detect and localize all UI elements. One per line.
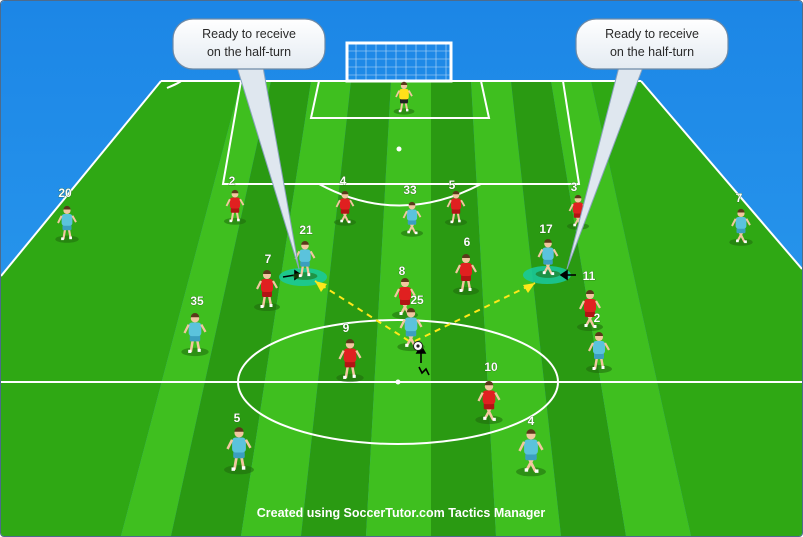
goal-icon [345,41,453,83]
blue-player-9-shadow [224,465,254,475]
callout-right-line2: on the half-turn [610,45,694,59]
callout-left: Ready to receive on the half-turn [172,18,326,70]
pass-arrowhead-right [523,283,535,293]
red-player-6 [394,278,416,316]
blue-player-2 [402,201,422,235]
blue-player-10-shadow [516,467,546,477]
blue-player-10 [518,429,544,473]
penalty-spot [396,146,402,152]
pitch-grass [1,81,802,536]
blue-player-number-8: 25 [410,293,424,307]
soccer-ball-icon [413,341,423,351]
goalkeeper-shadow [393,108,415,115]
red-player-2-shadow [333,218,357,226]
red-player-3 [446,190,466,224]
blue-player-number-1: 20 [58,186,72,200]
blue-player-7 [183,313,207,353]
red-player-5-shadow [254,303,280,311]
red-player-10 [477,381,501,421]
red-player-number-5: 7 [265,252,272,266]
pass-line-right [414,282,536,342]
blue-player-5 [537,238,559,276]
red-player-3-shadow [444,218,468,226]
players-layer [57,81,751,473]
blue-player-number-6: 11 [583,269,596,283]
footer-credit: Created using SoccerTutor.com Tactics Ma… [257,506,546,520]
callout-right-line1: Ready to receive [605,27,699,41]
callout-left-line1: Ready to receive [202,27,296,41]
red-player-10-shadow [475,415,503,425]
blue-player-5-shadow [535,270,561,278]
red-player-number-8: 2 [594,311,601,325]
red-player-number-2: 4 [340,174,347,188]
goalkeeper [395,81,413,113]
blue-player-9 [226,427,252,471]
blue-player-2-shadow [400,229,424,237]
red-player-number-4: 3 [571,180,578,194]
red-player-5 [256,270,278,308]
red-player-7 [455,254,477,292]
blue-player-3-shadow [729,238,753,246]
red-player-number-6: 8 [399,264,406,278]
red-player-number-1: 2 [229,174,236,188]
red-player-1 [225,189,245,223]
red-player-7-shadow [453,287,479,295]
red-player-1-shadow [223,217,247,225]
red-player-number-9: 9 [343,321,350,335]
red-player-9-shadow [336,373,364,383]
red-player-number-7: 6 [464,235,471,249]
blue-player-number-5: 17 [539,222,553,236]
blue-player-3 [731,208,751,244]
blue-player-number-7: 35 [190,294,204,308]
red-player-2 [335,190,355,224]
blue-player-extra [588,332,610,370]
blue-player-number-2: 33 [403,183,417,197]
red-player-9 [338,339,362,379]
blue-player-8 [399,308,423,348]
blue-player-extra-shadow [586,365,612,373]
blue-player-number-10: 4 [528,414,535,428]
blue-player-7-shadow [181,347,209,357]
blue-player-number-4: 21 [299,223,313,237]
player-numbers: 2 4 5 3 7 8 6 2 9 10 20 33 7 21 17 11 35 25 5 4 [58,174,743,429]
red-player-8 [579,290,601,328]
red-player-number-3: 5 [449,178,456,192]
callout-left-line2: on the half-turn [207,45,291,59]
blue-player-number-9: 5 [234,411,241,425]
blue-player-number-3: 7 [736,191,743,205]
callout-right: Ready to receive on the half-turn [575,18,729,70]
blue-player-4-shadow [292,272,318,280]
red-player-number-10: 10 [484,360,498,374]
pass-arrowhead-left [315,281,327,292]
pass-line-left [314,280,410,342]
blue-player-1-shadow [55,235,79,243]
blue-player-1 [57,205,77,241]
pitch-markings [1,80,802,445]
center-spot [395,379,401,385]
